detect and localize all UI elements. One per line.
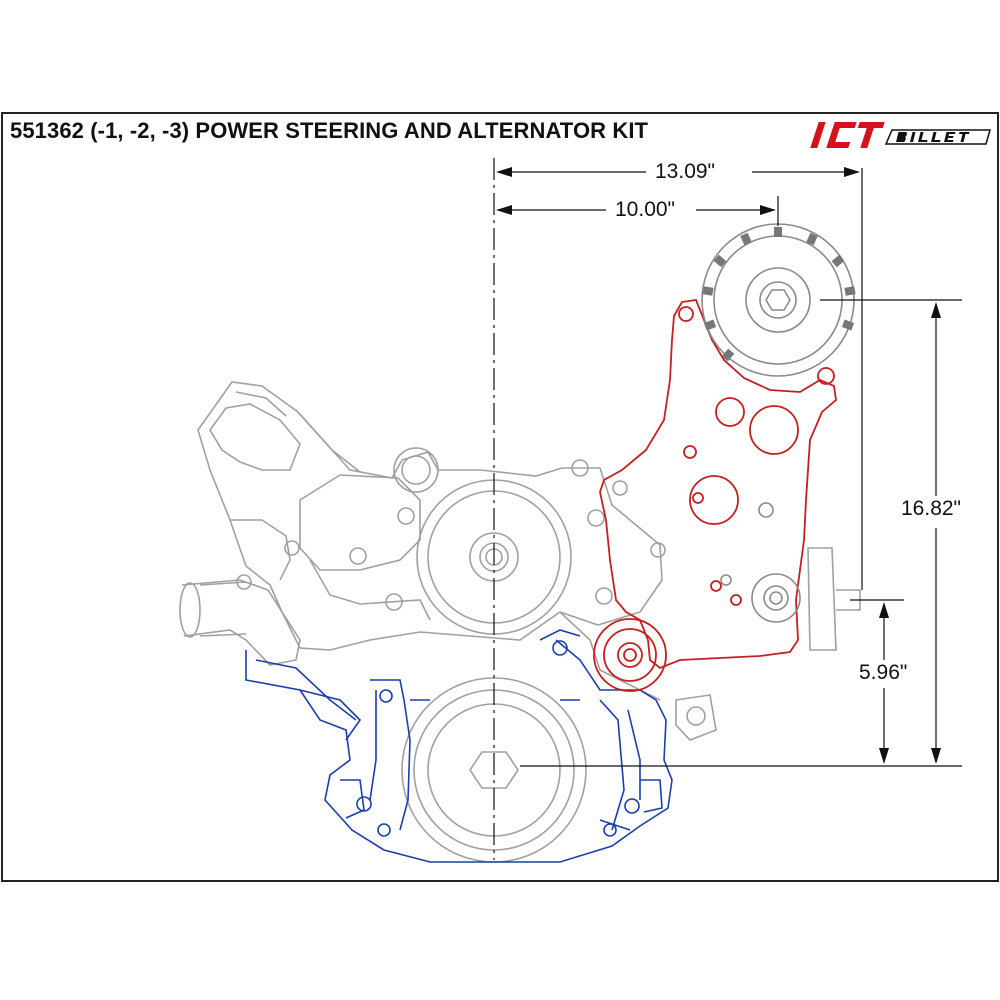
dimension-arrowheads [496,167,941,764]
drawing-title: 551362 (-1, -2, -3) POWER STEERING AND A… [10,118,649,143]
engine-background-parts [179,381,861,863]
dimension-label-lower-height: 5.96" [856,661,911,685]
dimension-label-overall-width: 13.09" [652,160,719,184]
drawing-border [1,112,999,882]
engine-block [245,629,673,863]
dimension-lines [493,158,962,860]
dimension-label-overall-height: 16.82" [898,497,965,521]
power-steering-pulley [701,223,855,623]
accessory-bracket [593,299,837,692]
dimension-label-pulley-offset: 10.00" [612,198,679,222]
pulley-notches [702,227,856,362]
ict-billet-logo [810,122,991,148]
